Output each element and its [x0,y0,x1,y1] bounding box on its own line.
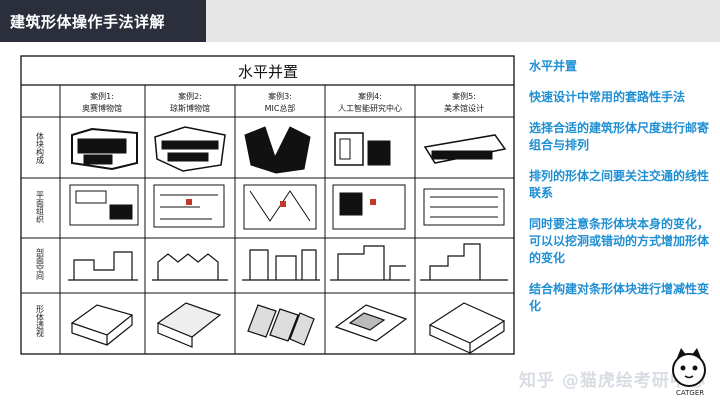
row-4-sketches [70,302,506,354]
case-label-5: 案例5: [452,91,476,101]
sketch-heading: 水平并置 [238,63,298,81]
case-name-3: MIC总部 [265,103,296,113]
case-name-5: 美术馆设计 [444,103,484,113]
case-label-3: 案例3: [268,91,292,101]
bullet-item: 结合构建对条形体块进行增减性变化 [529,282,710,313]
page-title: 建筑形体操作手法详解 [10,12,166,31]
row-label-3: 剖面空间 [36,247,45,281]
bullet-item: 选择合适的建筑形体尺度进行邮寄组合与排列 [529,121,710,152]
row-label-4: 形体透视 [36,305,45,338]
row-label-2: 平面组织 [36,191,45,224]
bullet-item: 同时要注意条形体块本身的变化，可以以挖洞或错动的方式增加形体的变化 [529,217,710,265]
cat-logo-icon [672,348,706,387]
case-name-2: 琼斯博物馆 [170,103,210,113]
case-name-1: 奥赛博物馆 [82,103,122,113]
case-label-2: 案例2: [178,91,202,101]
row-1-sketches [71,126,507,174]
row-3-sketches [68,243,508,281]
header-strip [206,0,720,42]
bullet-item: 水平并置 [529,59,578,73]
logo-text: CATGER [676,389,705,397]
bullet-item: 快速设计中常用的套路性手法 [529,90,686,104]
case-name-4: 人工智能研究中心 [338,103,402,113]
case-label-4: 案例4: [358,91,382,101]
row-label-1: 体块构成 [36,131,45,165]
title-bar: 建筑形体操作手法详解 [0,0,206,42]
sketch-frame [20,55,515,355]
watermark: 知乎 @猫虎绘考研中心 [519,371,706,391]
sketch-table: 水平并置 案例1: 奥赛博物馆 案例2: 琼斯博物馆 案例3: MIC总部 案例… [20,55,515,355]
bullet-list: 水平并置 快速设计中常用的套路性手法 选择合适的建筑形体尺度进行邮寄组合与排列 … [529,58,715,329]
row-2-sketches [69,184,505,230]
bullet-item: 排列的形体之间要关注交通的线性联系 [529,169,710,200]
case-label-1: 案例1: [90,91,114,101]
